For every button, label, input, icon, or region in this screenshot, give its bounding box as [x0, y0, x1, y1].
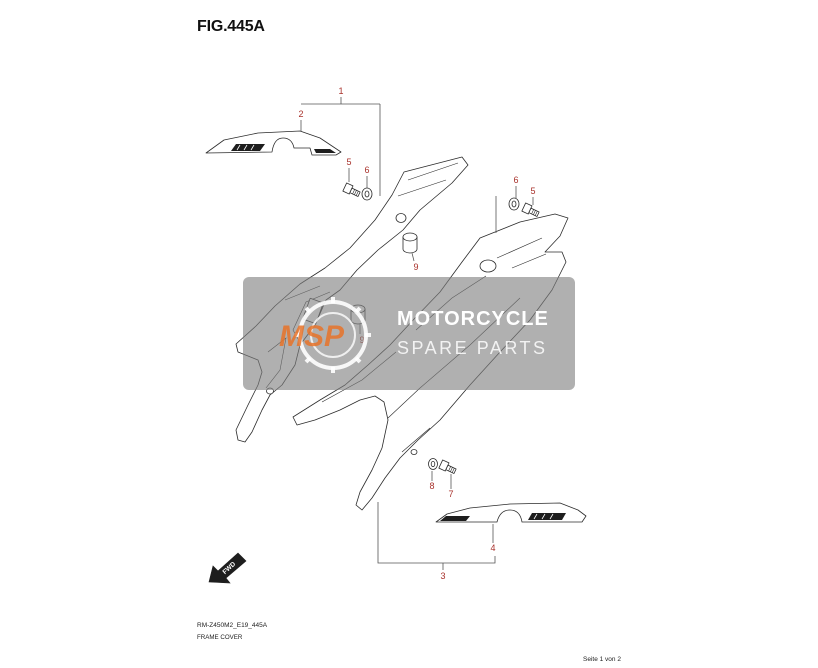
logo-gear-inner [310, 312, 356, 358]
watermark: MSP MOTORCYCLE SPARE PARTS [243, 277, 575, 390]
washer-inner [364, 190, 370, 198]
page-indicator: Seite 1 von 2 [583, 656, 621, 663]
forward-direction-arrow-icon: FWD [208, 552, 247, 584]
part-6-washer-right [508, 197, 520, 211]
watermark-logo: MSP [279, 297, 371, 373]
callout-5-left: 5 [346, 157, 351, 167]
part-4-lettering-gaps [533, 513, 554, 520]
bolt-shaft [445, 464, 457, 474]
part-4-stripe [440, 516, 470, 521]
callout-2: 2 [298, 109, 303, 119]
part-9-bushing-upper [402, 232, 418, 254]
bushing-top [402, 232, 418, 242]
callout-3: 3 [440, 571, 445, 581]
part-2-lettering-gaps [236, 144, 255, 151]
callout-5-right: 5 [530, 186, 535, 196]
part-5-bolt-right [521, 202, 540, 217]
bolt-thread [352, 189, 359, 196]
diagram-caption: FRAME COVER [197, 634, 243, 641]
part-5-bolt-left [342, 182, 361, 197]
watermark-line-2: SPARE PARTS [397, 338, 548, 358]
part-4-emblem-decal [435, 502, 587, 523]
callout-9-upper: 9 [413, 262, 418, 272]
part-8-washer [428, 458, 438, 470]
part-3-cutout [479, 259, 497, 273]
bolt-thread [448, 466, 455, 473]
logo-gear-teeth [295, 297, 371, 373]
callout-4: 4 [490, 543, 495, 553]
part-4-logo-lettering [528, 513, 566, 520]
bushing-body [402, 236, 418, 254]
logo-lettering: MSP [279, 320, 345, 353]
watermark-line-1: MOTORCYCLE [397, 308, 549, 330]
part-2-stripe [314, 149, 336, 153]
part-6-washer-left [361, 187, 373, 201]
callout-6-left: 6 [364, 165, 369, 175]
bolt-shaft [349, 187, 361, 197]
callout-7: 7 [448, 489, 453, 499]
figure-title: FIG.445A [197, 18, 265, 35]
leader-1 [301, 97, 381, 196]
leader-lines [300, 97, 534, 570]
callout-8: 8 [429, 481, 434, 491]
part-7-bolt [438, 459, 457, 474]
callout-6-right: 6 [513, 175, 518, 185]
washer-inner [511, 200, 517, 208]
bolt-shaft [528, 207, 540, 217]
washer-inner [430, 460, 436, 467]
fwd-arrow-shape [208, 552, 247, 584]
part-2-emblem-decal [205, 130, 342, 156]
part-1-grommet-hole [395, 213, 407, 223]
bolt-thread [531, 209, 538, 216]
diagram-code: RM-Z450M2_E19_445A [197, 622, 268, 629]
leader-3 [377, 502, 496, 570]
leader-9-upper [411, 252, 415, 262]
part-2-logo-lettering [231, 144, 265, 151]
part-3-lower-hole [410, 449, 418, 455]
callout-1: 1 [338, 86, 343, 96]
